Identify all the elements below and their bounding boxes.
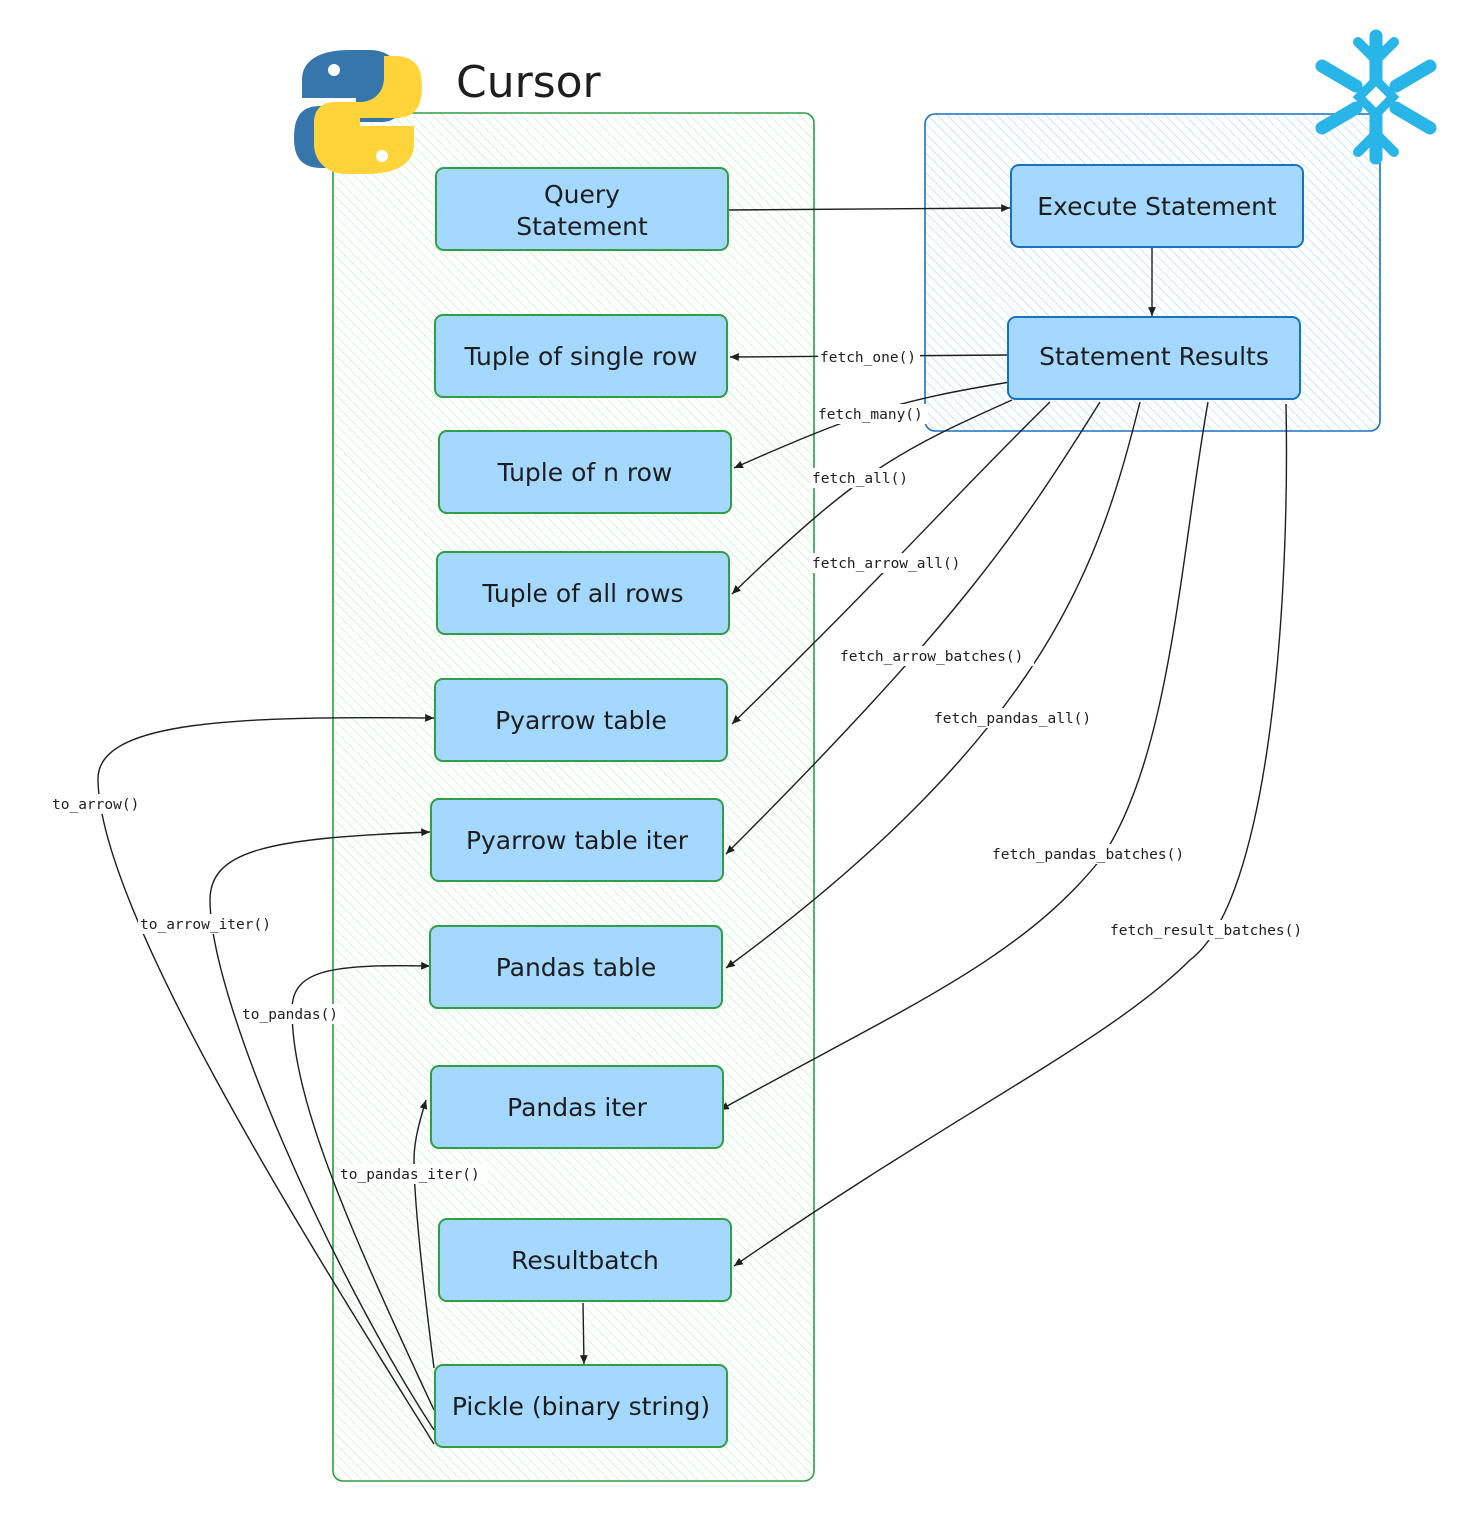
edge-fetch-pandas-all xyxy=(725,401,1141,969)
node-query-statement[interactable]: Query Statement xyxy=(435,167,729,251)
node-tuple-all-rows[interactable]: Tuple of all rows xyxy=(436,551,730,635)
edge-fetch-arrow-all xyxy=(731,401,1051,725)
node-query-statement-line1: Query xyxy=(544,180,620,209)
label-to-arrow: to_arrow() xyxy=(52,797,139,813)
edge-query-execute xyxy=(727,204,1011,212)
node-tuple-single-row[interactable]: Tuple of single row xyxy=(434,314,728,398)
label-to-pandas: to_pandas() xyxy=(242,1007,338,1023)
edge-resultbatch-pickle xyxy=(579,1302,588,1365)
node-tuple-n-row-label: Tuple of n row xyxy=(497,458,673,487)
snowflake-logo xyxy=(1315,29,1437,165)
label-fetch-arrow-batches: fetch_arrow_batches() xyxy=(840,649,1023,665)
node-statement-results-label: Statement Results xyxy=(1039,342,1269,371)
edge-to-arrow xyxy=(97,713,435,1445)
label-to-pandas-iter: to_pandas_iter() xyxy=(340,1167,480,1183)
cursor-title: Cursor xyxy=(456,57,602,108)
node-pyarrow-table-iter-label: Pyarrow table iter xyxy=(466,826,689,855)
label-fetch-arrow-all: fetch_arrow_all() xyxy=(812,556,960,572)
node-resultbatch[interactable]: Resultbatch xyxy=(438,1218,732,1302)
node-tuple-all-rows-label: Tuple of all rows xyxy=(481,579,683,608)
label-fetch-many: fetch_many() xyxy=(818,407,923,423)
node-statement-results[interactable]: Statement Results xyxy=(1007,316,1301,400)
node-pyarrow-table[interactable]: Pyarrow table xyxy=(434,678,728,762)
node-tuple-n-row[interactable]: Tuple of n row xyxy=(438,430,732,514)
node-execute-statement[interactable]: Execute Statement xyxy=(1010,164,1304,248)
edge-labels: fetch_one() fetch_many() fetch_all() fet… xyxy=(50,347,1314,1184)
label-fetch-pandas-batches: fetch_pandas_batches() xyxy=(992,847,1184,863)
edge-fetch-result-batches xyxy=(733,403,1288,1267)
node-resultbatch-label: Resultbatch xyxy=(511,1246,659,1275)
python-logo xyxy=(294,50,422,174)
node-pandas-table-label: Pandas table xyxy=(496,953,657,982)
node-pandas-table[interactable]: Pandas table xyxy=(429,925,723,1009)
label-fetch-pandas-all: fetch_pandas_all() xyxy=(934,711,1091,727)
label-to-arrow-iter: to_arrow_iter() xyxy=(140,917,271,933)
node-pickle[interactable]: Pickle (binary string) xyxy=(434,1364,728,1448)
node-pandas-iter[interactable]: Pandas iter xyxy=(430,1065,724,1149)
edge-to-pandas-iter xyxy=(413,1099,435,1369)
node-pyarrow-table-label: Pyarrow table xyxy=(495,706,667,735)
node-query-statement-line2: Statement xyxy=(516,212,648,241)
label-fetch-result-batches: fetch_result_batches() xyxy=(1110,923,1302,939)
edge-to-arrow-iter xyxy=(209,828,435,1431)
node-execute-statement-label: Execute Statement xyxy=(1037,192,1277,221)
node-pickle-label: Pickle (binary string) xyxy=(452,1392,710,1421)
label-fetch-one: fetch_one() xyxy=(820,350,916,366)
edge-fetch-arrow-batches xyxy=(725,401,1101,855)
node-pandas-iter-label: Pandas iter xyxy=(507,1093,647,1122)
node-pyarrow-table-iter[interactable]: Pyarrow table iter xyxy=(430,798,724,882)
label-fetch-all: fetch_all() xyxy=(812,471,908,487)
node-tuple-single-row-label: Tuple of single row xyxy=(464,342,698,371)
edge-to-pandas xyxy=(291,961,435,1411)
